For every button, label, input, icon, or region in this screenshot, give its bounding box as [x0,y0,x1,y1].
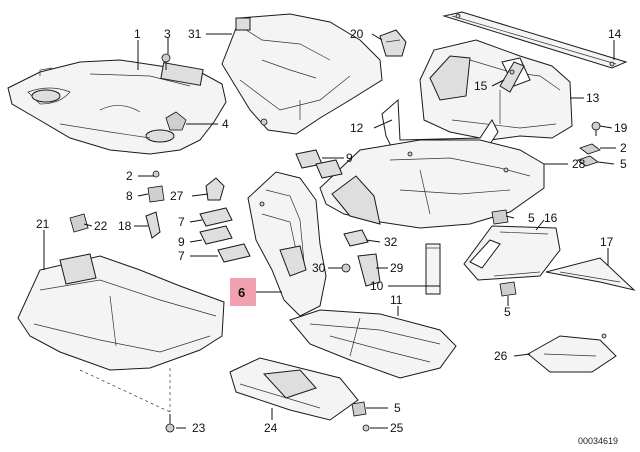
part-engine-undershield [7,59,227,155]
callout-14: 14 [608,27,622,41]
callout-16: 16 [544,211,558,225]
part-tray-24 [229,357,359,421]
part-underbody-28 [319,139,545,229]
part-clip-2b [152,170,160,178]
part-post-10 [425,243,441,295]
callout-32: 32 [384,235,398,249]
callout-5d: 5 [394,401,401,415]
part-clip-25 [362,424,370,432]
callout-7a: 7 [178,215,185,229]
callout-22: 22 [94,219,108,233]
callout-26: 26 [494,349,508,363]
part-screw-23 [165,414,175,433]
assembly-lines [79,368,171,413]
callout-23: 23 [192,421,206,435]
part-duct-16 [463,225,561,281]
callout-2a: 2 [620,141,627,155]
callout-28: 28 [572,157,586,171]
part-duct-housing-13 [419,39,573,141]
callout-9b: 9 [178,235,185,249]
leader-lines [43,33,616,429]
callout-13: 13 [586,91,600,105]
callout-6: 6 [238,285,245,300]
callout-20: 20 [350,27,364,41]
part-bracket-18 [145,211,161,239]
callout-2b: 2 [126,169,133,183]
part-clip-5b [491,209,509,225]
part-bracket-15 [499,61,525,93]
part-shield-31 [221,13,383,135]
callout-24: 24 [264,421,278,435]
part-clip-22 [69,213,89,233]
callout-5b: 5 [528,211,535,225]
part-pad-32 [343,229,369,247]
part-clip-5c [499,281,517,297]
callout-27: 27 [170,189,184,203]
part-screw-3 [161,53,171,70]
callout-7b: 7 [178,249,185,263]
callout-6-highlight [230,278,256,306]
part-underpanel-11 [289,309,457,379]
catalog-number: 00034619 [578,436,618,446]
part-side-panel-6 [247,171,327,317]
part-pad-9a [295,149,343,179]
callout-17: 17 [600,235,614,249]
part-frame-12 [381,98,499,153]
callout-18: 18 [118,219,132,233]
callout-21: 21 [36,217,50,231]
part-panel-26 [527,333,617,373]
part-air-dam-21 [17,253,225,371]
callout-25: 25 [390,421,404,435]
callout-5a: 5 [620,157,627,171]
callout-labels: 1 3 31 20 14 15 13 4 12 19 9 28 2 5 2 8 … [36,27,628,435]
part-clip-2a [579,143,601,155]
part-clip-5d [351,401,367,417]
callout-19: 19 [614,121,628,135]
callout-5c: 5 [504,305,511,319]
part-crossbar-14 [442,11,628,69]
part-pad-9b [199,225,233,245]
part-pad-7b [217,243,251,263]
part-bracket-29 [357,253,381,287]
part-screw-19 [591,121,601,136]
callout-4: 4 [222,117,229,131]
callout-29: 29 [390,261,404,275]
part-wedge-17 [545,257,636,291]
callout-9a: 9 [346,151,353,165]
part-clip-4 [165,111,187,131]
callout-3: 3 [164,27,171,41]
callout-12: 12 [350,121,364,135]
part-clip-8 [147,185,165,203]
callout-15: 15 [474,79,488,93]
part-clip-20 [379,29,407,57]
part-nut-30 [341,263,351,273]
callout-30: 30 [312,261,326,275]
callout-10: 10 [370,279,384,293]
callout-8: 8 [126,189,133,203]
callout-31: 31 [188,27,202,41]
callout-1: 1 [134,27,141,41]
part-pad-7a [199,207,233,227]
callout-11: 11 [390,293,403,307]
part-bracket-27 [205,177,225,201]
